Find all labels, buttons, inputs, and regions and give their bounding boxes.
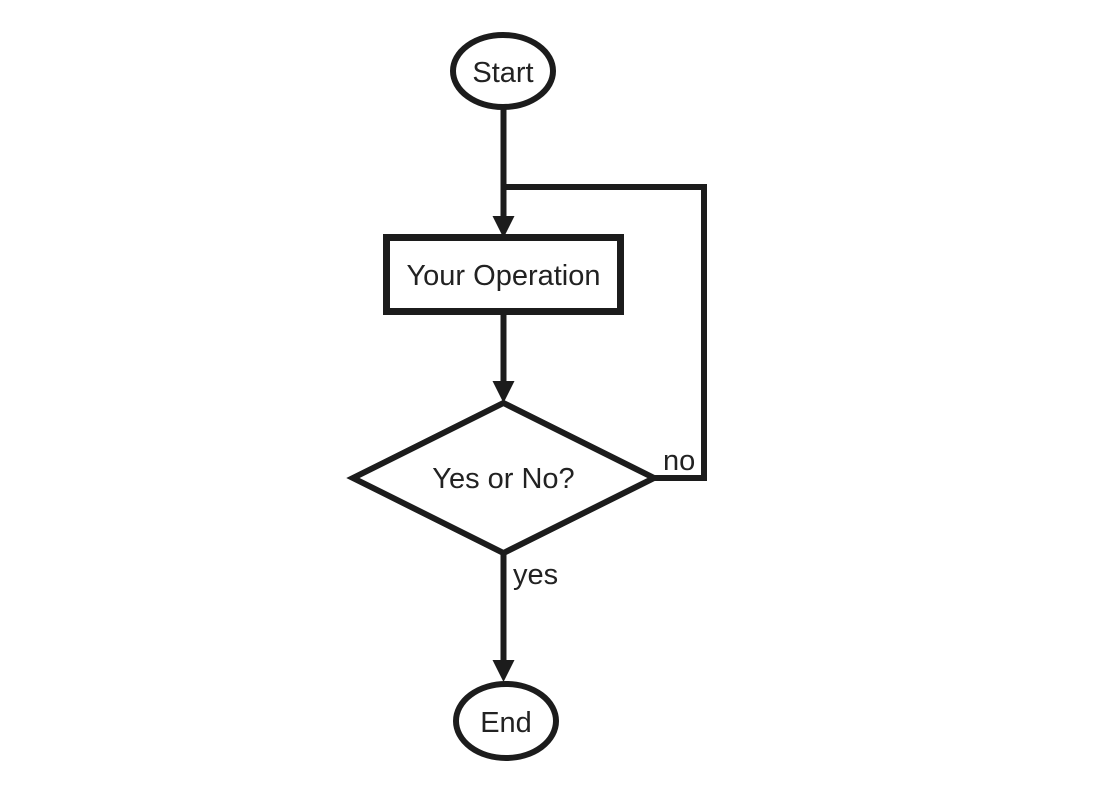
end-node-label: End [480, 707, 532, 739]
arrowhead-into-decision [492, 381, 515, 403]
arrowheads [492, 216, 515, 682]
decision-node-label: Yes or No? [432, 463, 574, 495]
edge-lines [500, 105, 707, 665]
edge-no-feedback-loop [503, 184, 707, 481]
labels: Start Your Operation Yes or No? End yes … [406, 57, 695, 739]
arrowhead-into-end [492, 660, 515, 682]
no-branch-label: no [663, 445, 695, 477]
operation-node-rectangle [383, 234, 624, 315]
end-node-ellipse [453, 681, 559, 761]
start-node-label: Start [472, 57, 533, 89]
arrowhead-into-operation [492, 216, 515, 238]
decision-node-diamond [346, 399, 661, 557]
start-node-ellipse [450, 32, 556, 110]
yes-branch-label: yes [513, 559, 558, 591]
nodes [346, 32, 661, 761]
operation-node-label: Your Operation [406, 260, 600, 292]
